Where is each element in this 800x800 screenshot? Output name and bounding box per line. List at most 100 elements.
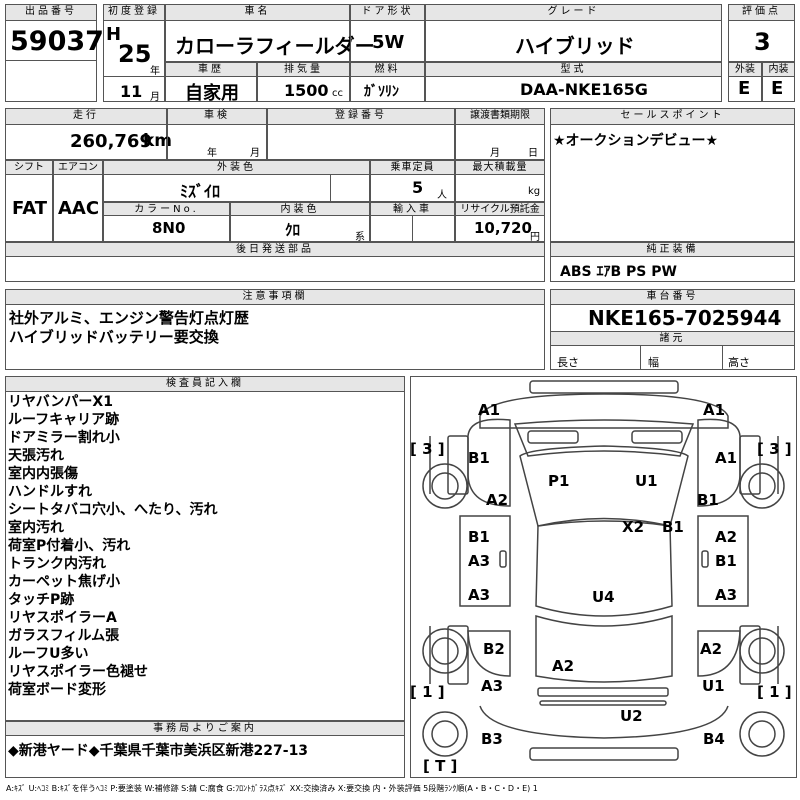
era: H xyxy=(106,24,122,45)
door: 5W xyxy=(372,32,405,53)
inspector-note: 荷室ボード変形 xyxy=(8,682,106,698)
bracket-bl: [ 1 ] xyxy=(410,683,445,701)
post-parts-label: 後日発送部品 xyxy=(5,242,545,257)
capacity-unit: 人 xyxy=(437,190,447,201)
lot-no-box xyxy=(5,20,97,102)
inspector-note: 室内汚れ xyxy=(8,520,64,536)
post-parts-box xyxy=(5,256,545,282)
damage-mark: A3 xyxy=(481,677,504,695)
damage-mark: A1 xyxy=(715,449,738,467)
equipment-text: ABS ｴｱB PS PW xyxy=(560,264,677,280)
mileage-unit: km xyxy=(143,131,173,151)
shift: FAT xyxy=(12,198,48,219)
car-diagram-frame xyxy=(410,376,797,778)
damage-mark: A3 xyxy=(715,586,738,604)
int-color-unit: 系 xyxy=(355,232,365,243)
ac: AAC xyxy=(58,198,100,219)
bracket-tl: [ 3 ] xyxy=(410,440,445,458)
import-divider xyxy=(412,215,413,242)
fuel-label: 燃料 xyxy=(350,62,425,77)
ac-label: エアコン xyxy=(53,160,103,175)
inspector-note: 天張汚れ xyxy=(8,448,64,464)
fuel-box xyxy=(350,76,425,102)
damage-mark: B1 xyxy=(715,552,737,570)
color-divider xyxy=(330,174,331,202)
capacity-label: 乗車定員 xyxy=(370,160,455,175)
mileage-box xyxy=(5,124,167,160)
lot-divider xyxy=(5,60,97,61)
mileage-label: 走行 xyxy=(5,108,167,125)
score-box xyxy=(728,20,795,62)
inspector-note: ガラスフィルム張 xyxy=(8,628,120,644)
inspector-note: ルーフU多い xyxy=(8,646,89,662)
reg-no-label: 登録番号 xyxy=(267,108,455,125)
caution-line: ハイブリッドバッテリー要交換 xyxy=(9,328,219,346)
damage-mark: B1 xyxy=(697,491,719,509)
inspector-note: ドアミラー割れ小 xyxy=(8,430,120,446)
inspection-box xyxy=(167,124,267,160)
displacement-box xyxy=(257,76,350,102)
load-unit: kg xyxy=(528,186,541,197)
capacity-box xyxy=(370,174,455,202)
bracket-bottom: [ T ] xyxy=(423,757,458,775)
office-box xyxy=(5,735,405,778)
dims-length: 長さ xyxy=(557,356,579,369)
score-label: 評価点 xyxy=(728,4,795,21)
caution-box xyxy=(5,304,545,370)
damage-mark: A2 xyxy=(715,528,738,546)
damage-mark: U4 xyxy=(592,588,615,606)
damage-mark: P1 xyxy=(548,472,570,490)
color-label: 外装色 xyxy=(103,160,370,175)
model-label: 車名 xyxy=(165,4,350,21)
interior-label: 内装 xyxy=(762,62,795,77)
displacement: 1500 xyxy=(284,81,329,100)
displacement-label: 排気量 xyxy=(257,62,350,77)
history: 自家用 xyxy=(185,83,239,104)
dims-label: 諸元 xyxy=(550,331,795,346)
shift-label: シフト xyxy=(5,160,53,175)
inspector-note: トランク内汚れ xyxy=(8,556,106,572)
fuel: ｶﾞｿﾘﾝ xyxy=(364,84,399,100)
legend: A:ｷｽﾞ U:ﾍｺﾐ B:ｷｽﾞを伴うﾍｺﾐ P:要塗装 W:補修跡 S:錆 … xyxy=(6,784,538,793)
exterior-box xyxy=(728,76,762,102)
damage-mark: B1 xyxy=(468,528,490,546)
dims-divider-1 xyxy=(640,345,641,370)
dims-height: 高さ xyxy=(728,356,750,369)
interior-box xyxy=(762,76,795,102)
lot-no-label: 出品番号 xyxy=(5,4,97,21)
inspector-label: 検査員記入欄 xyxy=(5,376,405,392)
month-unit: 月 xyxy=(150,92,160,103)
sales-text: ★オークションデビュー★ xyxy=(553,133,719,149)
year-unit: 年 xyxy=(150,66,160,77)
ac-box xyxy=(53,174,103,242)
inspector-note: リヤバンパーX1 xyxy=(8,394,113,410)
damage-mark: B3 xyxy=(481,730,503,748)
inspector-note: 荷室P付着小、汚れ xyxy=(8,538,131,554)
damage-mark: A3 xyxy=(468,552,491,570)
recycle-label: リサイクル預託金 xyxy=(455,202,545,216)
inspector-note: 室内内張傷 xyxy=(8,466,78,482)
inspector-note: カーペット焦げ小 xyxy=(8,574,120,590)
equipment-label: 純正装備 xyxy=(550,242,795,257)
door-box xyxy=(350,20,425,62)
damage-mark: A1 xyxy=(478,401,501,419)
color-no: 8N0 xyxy=(152,219,186,237)
damage-mark: A1 xyxy=(703,401,726,419)
shift-box xyxy=(5,174,53,242)
transfer-box xyxy=(455,124,545,160)
dims-width: 幅 xyxy=(648,356,659,369)
damage-mark: A2 xyxy=(700,640,723,658)
mileage: 260,769 xyxy=(70,131,152,152)
bracket-br: [ 1 ] xyxy=(757,683,792,701)
interior: E xyxy=(771,78,784,99)
first-reg-month: 11 xyxy=(120,82,143,101)
capacity: 5 xyxy=(412,178,424,197)
damage-mark: U2 xyxy=(620,707,643,725)
inspector-note: リヤスポイラー色褪せ xyxy=(8,664,148,680)
damage-mark: B2 xyxy=(483,640,505,658)
damage-mark: A3 xyxy=(468,586,491,604)
inspector-note: タッチP跡 xyxy=(8,592,75,608)
bracket-tr: [ 3 ] xyxy=(757,440,792,458)
inspection-year-unit: 年 xyxy=(207,148,217,159)
